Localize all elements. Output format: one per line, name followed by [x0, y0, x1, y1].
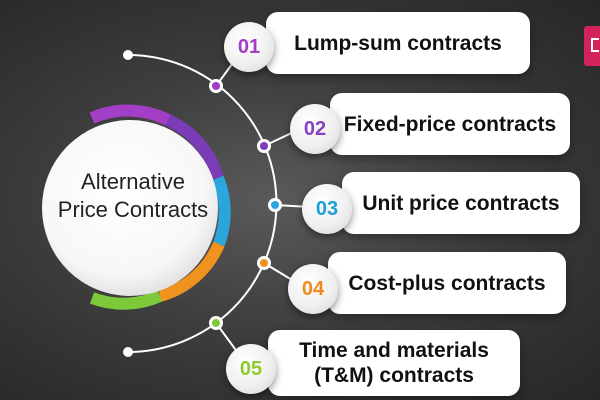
item-card-05: Time and materials (T&M) contracts	[268, 330, 520, 396]
item-number-bubble-03: 03	[302, 184, 352, 234]
ring-segment-1	[89, 104, 171, 126]
item-number-02: 02	[303, 117, 327, 140]
center-title-line2: Price Contracts	[57, 197, 209, 222]
item-number-bubble-04: 04	[288, 264, 338, 314]
arc-endpoint-top	[123, 50, 133, 60]
arc-node-03-dot	[271, 201, 279, 209]
item-number-03: 03	[315, 197, 339, 220]
item-label-01: Lump-sum contracts	[294, 31, 502, 55]
item-label-02: Fixed-price contracts	[343, 112, 557, 136]
brand-mark-icon	[591, 38, 599, 52]
item-number-01: 01	[237, 35, 261, 58]
arc-node-05-dot	[212, 319, 220, 327]
ring-segment-3	[212, 175, 231, 247]
item-label-05-line1: Time and materials	[299, 339, 489, 362]
item-number-bubble-01: 01	[224, 22, 274, 72]
arc-node-02-dot	[260, 142, 268, 150]
item-card-01: Lump-sum contracts	[266, 12, 530, 74]
ring-segment-4	[158, 241, 225, 302]
item-number-04: 04	[301, 277, 325, 300]
ring-segment-2	[165, 114, 224, 180]
item-label-03: Unit price contracts	[362, 191, 560, 215]
center-title: Alternative Price Contracts	[48, 168, 218, 224]
arc-node-01-dot	[212, 82, 220, 90]
item-label-05-line2: (T&M) contracts	[314, 364, 474, 387]
item-card-03: Unit price contracts	[342, 172, 580, 234]
item-card-02: Fixed-price contracts	[330, 93, 570, 155]
brand-corner-tab	[584, 26, 600, 66]
item-number-05: 05	[239, 357, 263, 380]
item-label-04: Cost-plus contracts	[348, 271, 546, 295]
center-title-line1: Alternative	[81, 169, 185, 194]
ring-segment-5	[89, 290, 163, 310]
center-circle	[42, 120, 218, 296]
arc-node-04-dot	[260, 259, 268, 267]
arc-endpoint-bottom	[123, 347, 133, 357]
item-number-bubble-02: 02	[290, 104, 340, 154]
item-number-bubble-05: 05	[226, 344, 276, 394]
item-card-04: Cost-plus contracts	[328, 252, 566, 314]
